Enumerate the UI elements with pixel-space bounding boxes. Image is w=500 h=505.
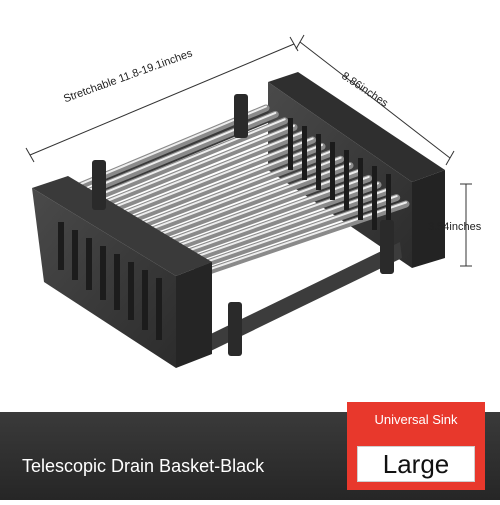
size-badge-caption: Universal Sink (374, 412, 458, 427)
stainless-rod (93, 123, 298, 210)
stainless-rod-highlight (87, 118, 286, 201)
stainless-rod (84, 117, 289, 205)
stainless-rod-highlight (114, 137, 314, 217)
stainless-rod (129, 149, 335, 232)
size-badge-value: Large (382, 449, 450, 479)
stainless-rod-highlight (141, 156, 342, 234)
size-badge-box: Large (357, 446, 475, 482)
dimension-lines (25, 34, 472, 267)
depth-dimension-line (299, 41, 451, 159)
width-dimension-line (29, 43, 295, 156)
basket-front-panel (32, 176, 212, 368)
stainless-rod (184, 187, 391, 265)
back-panel-slots (288, 118, 391, 240)
stainless-rod (193, 194, 401, 271)
stainless-rod-highlight (96, 124, 295, 206)
stainless-rod-highlight (105, 131, 305, 212)
stainless-rod (166, 174, 373, 254)
height-dimension-label: 3.54inches (428, 221, 482, 233)
stainless-rod-highlight (159, 169, 361, 245)
stainless-rod (111, 136, 317, 221)
stainless-rod-highlight (132, 150, 333, 228)
front-panel-slots (58, 222, 162, 340)
product-title: Telescopic Drain Basket-Black (22, 456, 265, 476)
stainless-rod-highlight (186, 188, 389, 261)
stainless-rod-highlight (168, 175, 370, 250)
size-badge: Universal Sink Large (347, 402, 485, 490)
stainless-rod (139, 155, 345, 238)
stainless-rod (102, 130, 307, 216)
stainless-rod-highlight (195, 195, 398, 267)
stainless-rod (157, 168, 363, 249)
rail-clips (92, 94, 394, 356)
